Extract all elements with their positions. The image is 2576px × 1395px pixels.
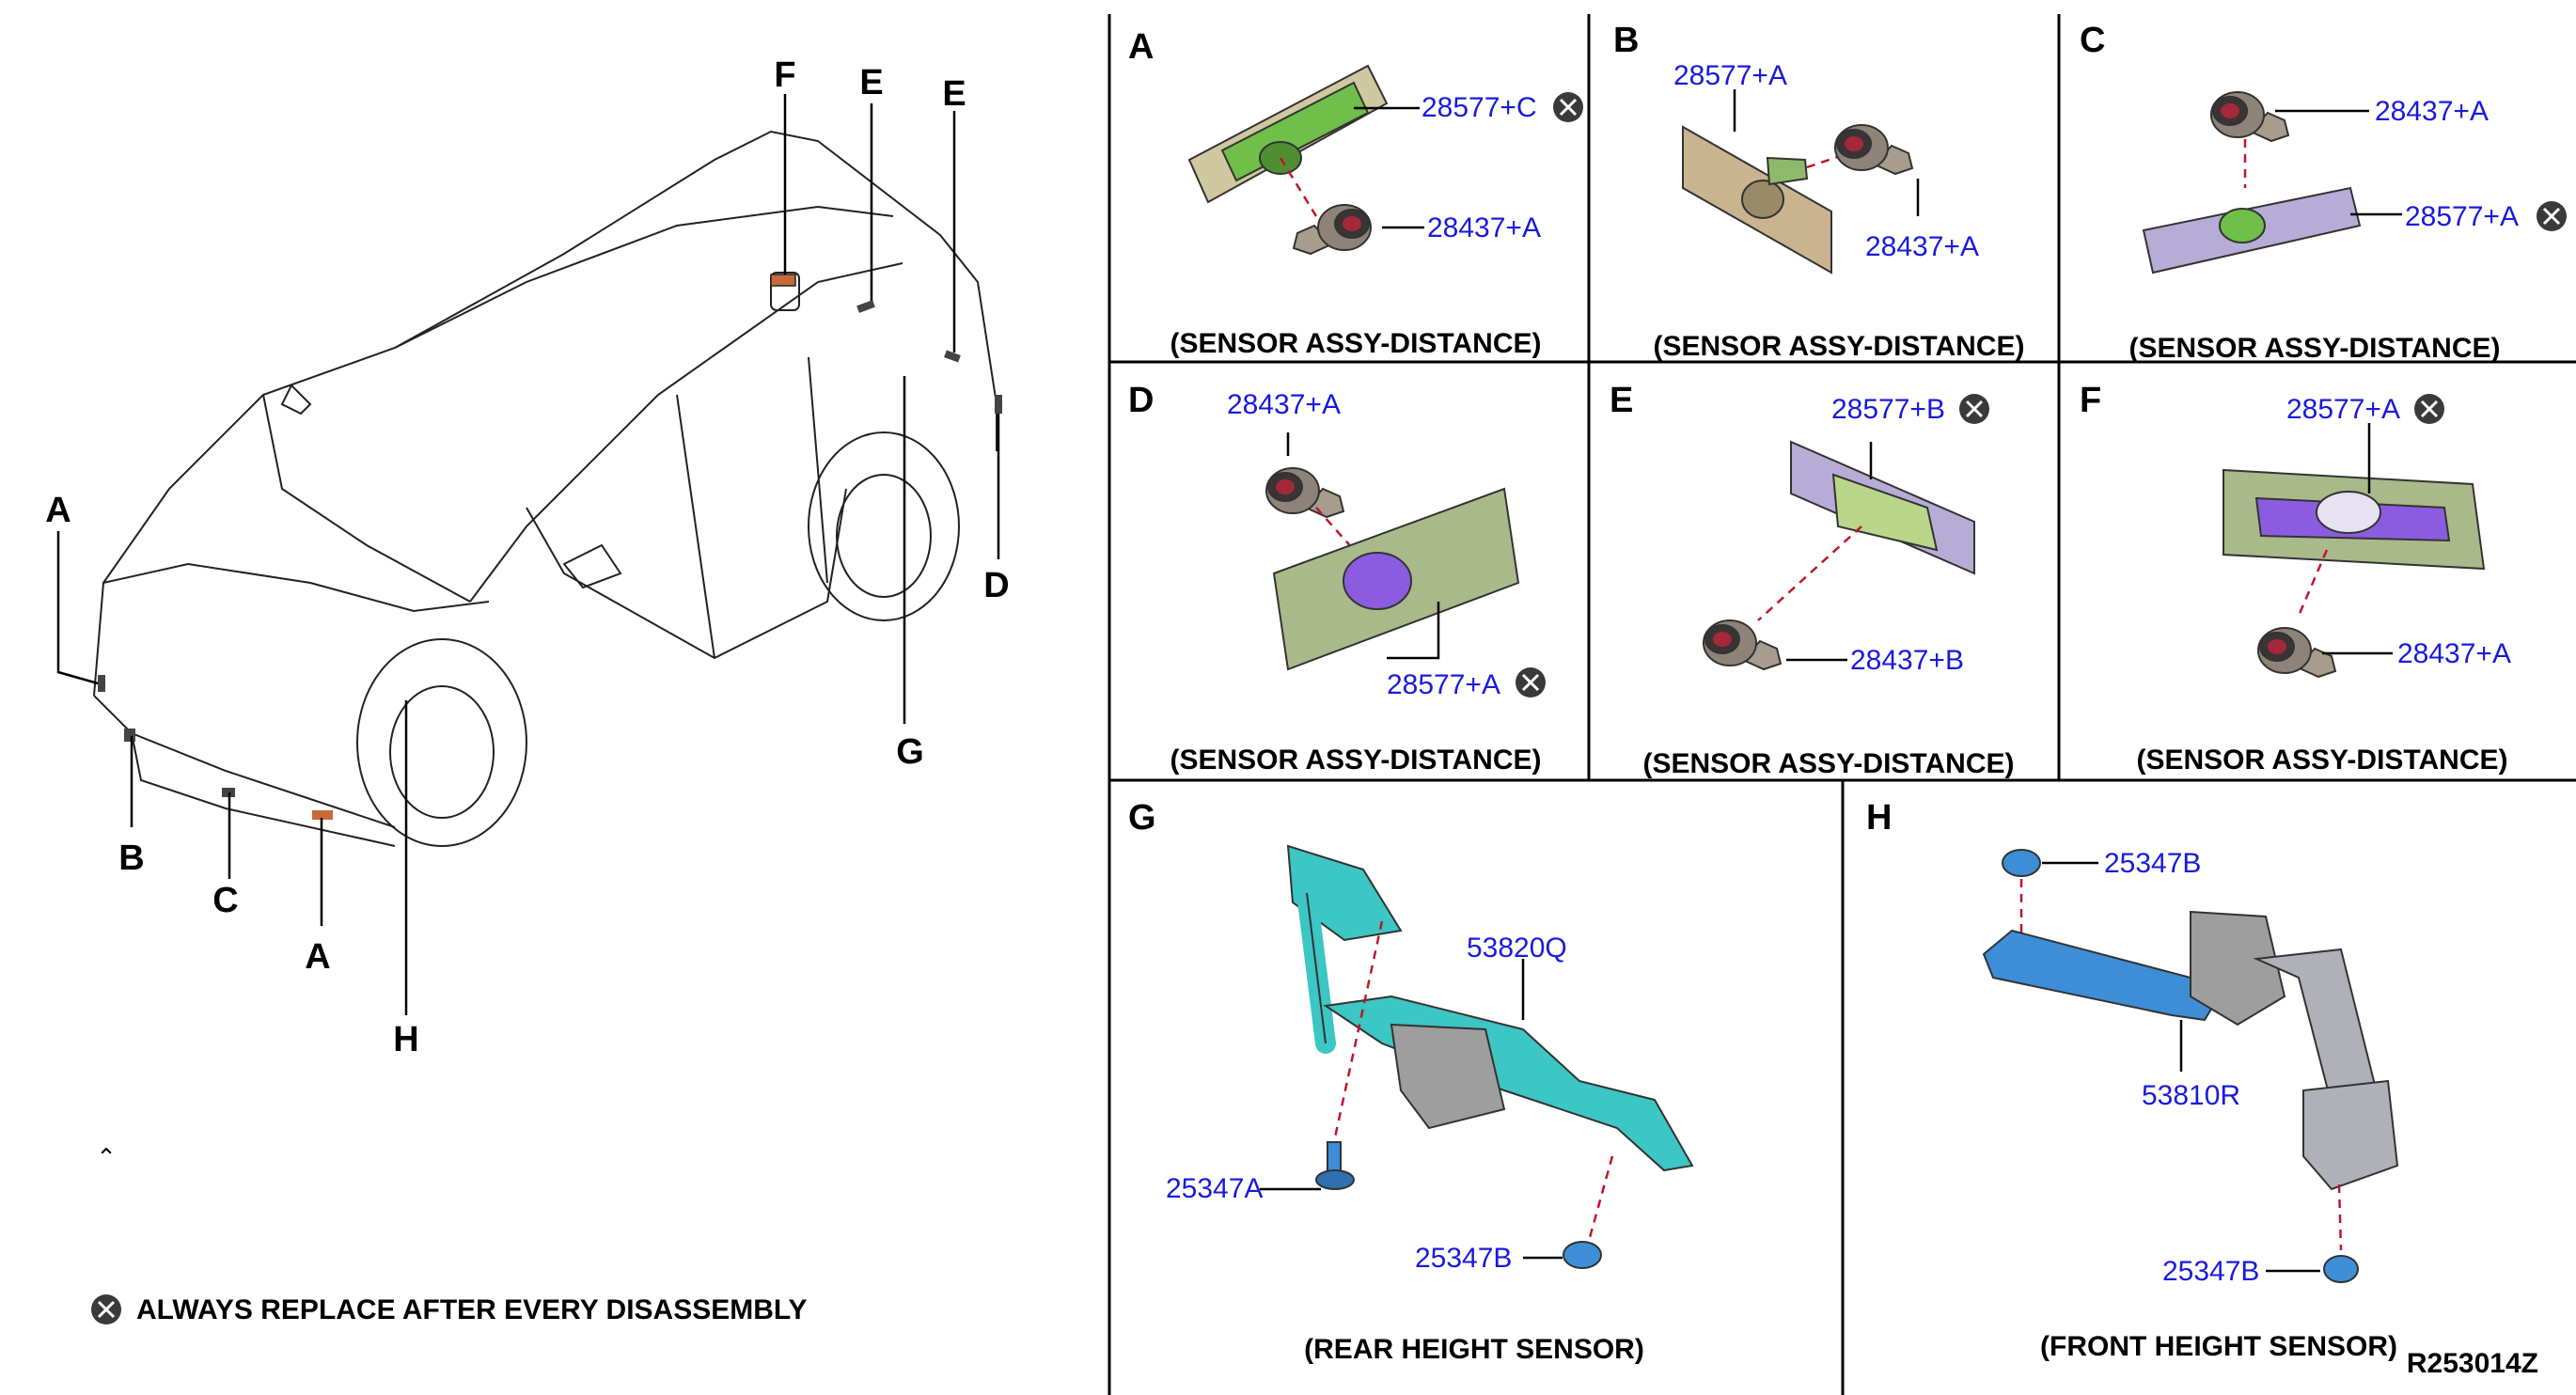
callout-d: D [983, 566, 1009, 605]
panel-g-nut: 25347B [1415, 1243, 1512, 1274]
panel-a-letter: A [1128, 27, 1154, 67]
panel-f-letter: F [2080, 381, 2101, 420]
callout-e-2: E [942, 74, 966, 114]
panel-g-letter: G [1128, 798, 1156, 838]
panel-f-bracket-part: 28577+A [2286, 394, 2400, 425]
panel-h-letter: H [1866, 798, 1892, 838]
panel-d-sensor-part: 28437+A [1227, 389, 1341, 420]
panel-a-sensor-part: 28437+A [1427, 212, 1541, 243]
panel-e: E 28577+B 28437+B (SENSOR ASSY-DISTANCE) [1610, 381, 2015, 779]
overview-leaders [56, 94, 1000, 1015]
panel-g-part: 53820Q [1467, 933, 1567, 964]
panel-e-letter: E [1610, 381, 1633, 420]
panel-b-sensor-part: 28437+A [1865, 231, 1979, 262]
callout-c: C [212, 881, 238, 920]
panel-a-bracket-part: 28577+C [1422, 92, 1537, 123]
callout-b: B [118, 839, 144, 878]
chevron-up-icon: ⌃ [96, 1144, 117, 1172]
panel-f-sensor-part: 28437+A [2397, 638, 2511, 669]
figure-id: R253014Z [2407, 1348, 2538, 1379]
callout-e-1: E [859, 63, 883, 102]
overview-callouts: A B C A F E E D G H [45, 55, 1009, 1059]
panel-a-caption: (SENSOR ASSY-DISTANCE) [1170, 328, 1541, 359]
legend-text: ALWAYS REPLACE AFTER EVERY DISASSEMBLY [136, 1294, 807, 1325]
panel-h-nut-top: 25347B [2104, 848, 2201, 879]
panel-d: D 28437+A 28577+A (SENSOR ASSY-DISTANCE) [1128, 381, 1547, 776]
callout-g: G [896, 732, 924, 772]
panel-h-part: 53810R [2142, 1080, 2240, 1111]
panel-h-caption: (FRONT HEIGHT SENSOR) [2040, 1331, 2397, 1362]
panel-c-bracket-part: 28577+A [2405, 201, 2519, 232]
panel-grid [1107, 14, 2576, 1395]
panel-h: H 25347B 53810R 25347B (FRONT HEIGHT SEN… [1866, 798, 2399, 1362]
panel-e-sensor-part: 28437+B [1850, 645, 1964, 676]
panel-d-caption: (SENSOR ASSY-DISTANCE) [1170, 745, 1541, 776]
panel-c-letter: C [2080, 21, 2105, 60]
panel-a: A 28577+C 28437+A (SENSOR ASSY-DISTANCE) [1128, 27, 1585, 359]
panel-c-caption: (SENSOR ASSY-DISTANCE) [2128, 333, 2500, 364]
panel-h-nut-bottom: 25347B [2162, 1256, 2259, 1287]
panel-g: G 53820Q 25347A 25347B (REAR HEIGHT SENS… [1128, 798, 1694, 1365]
panel-g-caption: (REAR HEIGHT SENSOR) [1304, 1334, 1644, 1365]
callout-a-front-left: A [45, 491, 71, 530]
panel-b-letter: B [1613, 21, 1639, 60]
panel-e-caption: (SENSOR ASSY-DISTANCE) [1642, 748, 2014, 779]
legend: ⌃ ALWAYS REPLACE AFTER EVERY DISASSEMBLY [89, 1144, 807, 1326]
callout-h: H [393, 1020, 418, 1059]
panel-f-caption: (SENSOR ASSY-DISTANCE) [2136, 745, 2507, 776]
panel-e-bracket-part: 28577+B [1831, 394, 1945, 425]
replace-icon [89, 1293, 123, 1326]
panel-f: F 28577+A 28437+A (SENSOR ASSY-DISTANCE) [2080, 381, 2511, 776]
panel-c-sensor-part: 28437+A [2375, 96, 2489, 127]
callout-a-front-right: A [305, 937, 330, 977]
panel-b: B 28577+A 28437+A (SENSOR ASSY-DISTANCE) [1613, 21, 2025, 362]
panel-c: C 28437+A 28577+A (SENSOR ASSY-DISTANCE) [2080, 21, 2568, 364]
panel-g-bolt: 25347A [1166, 1173, 1263, 1204]
callout-f: F [774, 55, 795, 95]
panel-b-bracket-part: 28577+A [1673, 60, 1787, 91]
panel-b-caption: (SENSOR ASSY-DISTANCE) [1653, 331, 2024, 362]
panel-d-letter: D [1128, 381, 1154, 420]
panel-d-bracket-part: 28577+A [1387, 669, 1500, 700]
vehicle-overview [93, 130, 997, 847]
